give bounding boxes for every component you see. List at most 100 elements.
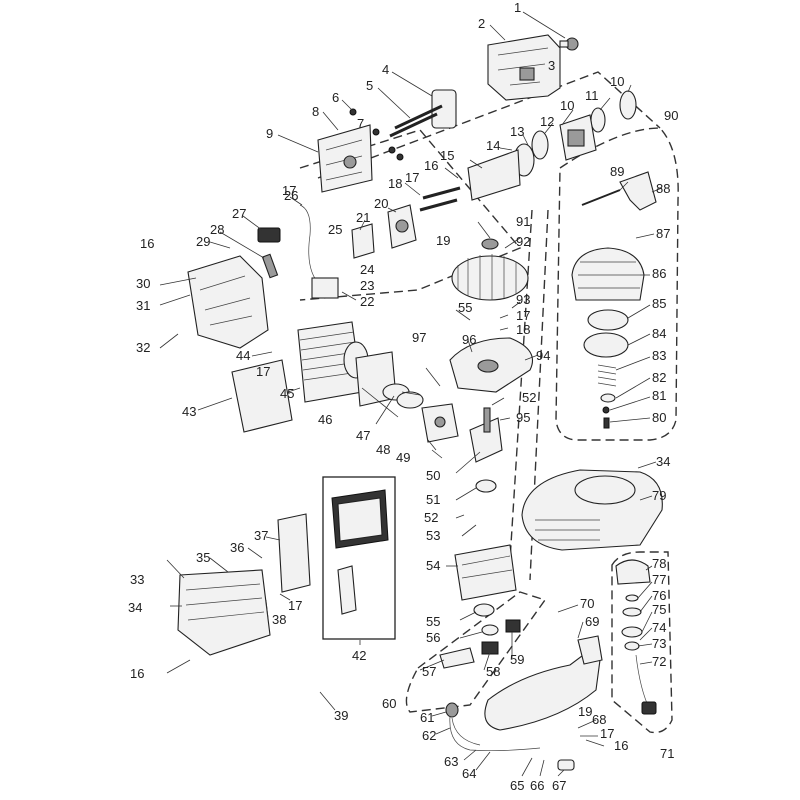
callout-16d: 16 xyxy=(614,738,628,753)
pad-part xyxy=(431,89,457,129)
callout-76: 76 xyxy=(652,588,666,603)
crankcase-part xyxy=(454,544,517,601)
shaft-guideline xyxy=(509,209,533,561)
callout-57: 57 xyxy=(422,664,436,679)
callout-80: 80 xyxy=(652,410,666,425)
callout-17f: 17 xyxy=(282,183,296,198)
callout-17c: 17 xyxy=(516,308,530,323)
callout-3: 3 xyxy=(548,58,555,73)
engine-housing-part xyxy=(521,469,663,551)
callout-24: 24 xyxy=(360,262,374,277)
callout-10b: 10 xyxy=(560,98,574,113)
piston-rings-part xyxy=(382,383,424,409)
callout-4: 4 xyxy=(382,62,389,77)
spring-cassette-part xyxy=(587,309,629,331)
callout-18a: 18 xyxy=(388,176,402,191)
engine-cover-part xyxy=(187,255,269,349)
callout-30: 30 xyxy=(136,276,150,291)
callout-17b: 17 xyxy=(256,364,270,379)
callout-48: 48 xyxy=(376,442,390,457)
gasket-21-part xyxy=(351,223,375,259)
callout-11: 11 xyxy=(585,88,599,103)
air-filter-group-outline xyxy=(405,591,547,713)
callout-65: 65 xyxy=(510,778,524,793)
callout-15: 15 xyxy=(440,148,454,163)
callout-91: 91 xyxy=(516,214,530,229)
callout-96: 96 xyxy=(462,332,476,347)
callout-37: 37 xyxy=(254,528,268,543)
callout-73: 73 xyxy=(652,636,666,651)
gasket-10-part xyxy=(590,90,637,133)
callout-88: 88 xyxy=(656,181,670,196)
callout-87: 87 xyxy=(656,226,670,241)
callout-2: 2 xyxy=(478,16,485,31)
filter-housing-part xyxy=(317,124,373,193)
callout-63: 63 xyxy=(444,754,458,769)
carburetor-part xyxy=(559,114,597,161)
callout-5: 5 xyxy=(366,78,373,93)
callout-71: 71 xyxy=(660,746,674,761)
callout-90: 90 xyxy=(664,108,678,123)
spark-plug-part xyxy=(261,253,279,279)
callout-60: 60 xyxy=(382,696,396,711)
callout-25: 25 xyxy=(328,222,342,237)
callout-43: 43 xyxy=(182,404,196,419)
callout-16b: 16 xyxy=(140,236,154,251)
callout-78: 78 xyxy=(652,556,666,571)
bolt-set-part xyxy=(419,186,461,212)
ignition-coil-part xyxy=(257,204,339,299)
callout-62: 62 xyxy=(422,728,436,743)
recoil-starter-group-outline xyxy=(555,127,679,441)
crankcase-cover-part xyxy=(449,337,534,393)
plate-part xyxy=(467,149,521,201)
callout-75: 75 xyxy=(652,602,666,617)
callout-79: 79 xyxy=(652,488,666,503)
callout-52b: 52 xyxy=(522,390,536,405)
callout-34b: 34 xyxy=(128,600,142,615)
piston-part xyxy=(421,403,459,443)
callout-59: 59 xyxy=(510,652,524,667)
top-assembly-outline xyxy=(317,71,661,179)
bearing-55-part xyxy=(473,603,495,617)
callout-21: 21 xyxy=(356,210,370,225)
long-bolts-part xyxy=(389,104,443,138)
callout-85: 85 xyxy=(652,296,666,311)
callout-55b: 55 xyxy=(458,300,472,315)
starter-handle-part xyxy=(581,171,657,211)
clip-81-part xyxy=(602,406,610,414)
callout-69: 69 xyxy=(585,614,599,629)
callout-55a: 55 xyxy=(426,614,440,629)
callout-38: 38 xyxy=(272,612,286,627)
muffler-shield-part xyxy=(177,569,271,656)
callout-22: 22 xyxy=(360,294,374,309)
callout-45: 45 xyxy=(280,386,294,401)
callout-82: 82 xyxy=(652,370,666,385)
callout-44: 44 xyxy=(236,348,250,363)
callout-72: 72 xyxy=(652,654,666,669)
cylinder-group-outline xyxy=(299,129,522,301)
callout-6: 6 xyxy=(332,90,339,105)
fuel-tank-part xyxy=(484,635,603,731)
callout-17a: 17 xyxy=(405,170,419,185)
callout-36: 36 xyxy=(230,540,244,555)
handle-bracket-part xyxy=(487,34,561,101)
callout-34a: 34 xyxy=(656,454,670,469)
leader-lines xyxy=(159,11,663,777)
bearing-part xyxy=(475,479,497,493)
callout-64: 64 xyxy=(462,766,476,781)
callout-39: 39 xyxy=(334,708,348,723)
callout-84: 84 xyxy=(652,326,666,341)
knob-part xyxy=(559,37,579,51)
callout-14: 14 xyxy=(486,138,500,153)
callout-18b: 18 xyxy=(516,322,530,337)
spacer-part xyxy=(513,130,549,177)
callout-31: 31 xyxy=(136,298,150,313)
callout-68: 68 xyxy=(592,712,606,727)
intake-part xyxy=(387,204,417,249)
callout-49: 49 xyxy=(396,450,410,465)
callout-81: 81 xyxy=(652,388,666,403)
muffler-bracket-part xyxy=(277,513,311,593)
callout-16c: 16 xyxy=(130,666,144,681)
callout-51: 51 xyxy=(426,492,440,507)
callout-33: 33 xyxy=(130,572,144,587)
